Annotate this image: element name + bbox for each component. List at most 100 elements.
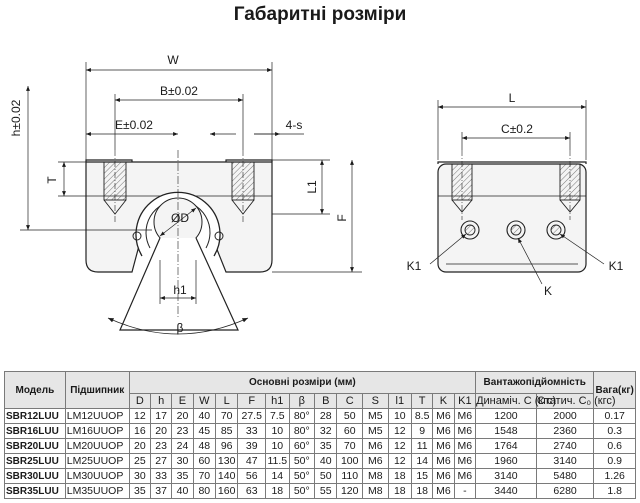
cell-dim: 18 [265,483,290,499]
label-k1-right: K1 [609,259,624,273]
cell-dim: M6 [432,423,455,439]
cell-dim: M6 [432,468,455,484]
cell-dim: 56 [237,468,267,484]
cell-dim: 17 [149,408,173,424]
cell-model: SBR20LUU [4,438,66,454]
cell-dim: 48 [192,438,216,454]
header-dim-12: T [410,393,434,409]
cell-dim: 50° [288,468,316,484]
cell-dynamic: 3440 [475,483,537,499]
cell-dim: M6 [453,423,477,439]
cell-dim: 70 [214,408,239,424]
header-dim-11: l1 [387,393,413,409]
label-s: 4-s [286,118,303,132]
cell-dim: 39 [237,438,267,454]
cell-dim: M8 [362,468,389,484]
cell-dim: 35 [171,468,194,484]
cell-dim: 50 [336,408,363,424]
header-dim-0: D [128,393,151,409]
cell-dim: M5 [362,408,389,424]
cell-dim: 10 [387,408,413,424]
cell-dim: 10 [265,438,290,454]
cell-bearing: LM25UUOP [64,453,130,469]
cell-static: 6280 [535,483,595,499]
cell-dim: 9 [410,423,434,439]
front-view-labels: W B±0.02 E±0.02 4-s h±0.02 T L1 F ØD h1 … [9,53,349,335]
header-dim-8: B [314,393,338,409]
front-view [85,150,273,335]
cell-dim: 30 [171,453,194,469]
cell-dim: 110 [336,468,363,484]
header-model: Модель [4,371,66,409]
cell-dim: M6 [453,468,477,484]
cell-dim: 45 [192,423,216,439]
cell-dim: 35 [314,438,338,454]
cell-dim: 47 [237,453,267,469]
side-view [437,150,587,273]
header-dim-6: h1 [265,393,290,409]
label-t: T [45,176,59,184]
cell-dim: 8.5 [410,408,434,424]
cell-static: 5480 [535,468,595,484]
label-l1: L1 [305,180,319,194]
specs-table: Модель Підшипник Основні розміри (мм) Ва… [4,371,636,499]
cell-model: SBR30LUU [4,468,66,484]
cell-dim: 12 [387,453,413,469]
cell-dim: M6 [453,408,477,424]
front-view-dimensions [20,62,362,304]
cell-weight: 0.17 [593,408,636,424]
cell-dim: 33 [237,423,267,439]
cell-dim: - [453,483,477,499]
cell-static: 2360 [535,423,595,439]
cell-dim: 27.5 [237,408,267,424]
cell-bearing: LM16UUOP [64,423,130,439]
cell-dynamic: 1548 [475,423,537,439]
cell-dynamic: 1200 [475,408,537,424]
cell-weight: 0.3 [593,423,636,439]
label-k1-left: K1 [407,259,422,273]
cell-dim: 80 [192,483,216,499]
cell-dim: M6 [362,438,389,454]
cell-dim: 96 [214,438,239,454]
label-h: h±0.02 [9,99,23,136]
cell-dim: 60° [288,438,316,454]
header-dim-7: β [288,393,316,409]
cell-bearing: LM35UUOP [64,483,130,499]
cell-dim: 23 [171,423,194,439]
cell-dim: M6 [362,453,389,469]
side-view-labels: L C±0.2 K1 K1 K [407,91,624,298]
cell-dim: 25 [128,453,151,469]
cell-dynamic: 1960 [475,453,537,469]
label-d: ØD [171,211,189,225]
cell-dim: 70 [336,438,363,454]
cell-dim: 140 [214,468,239,484]
cell-dim: 32 [314,423,338,439]
label-c: C±0.2 [501,122,533,136]
cell-weight: 1.8 [593,483,636,499]
header-dynamic: Динаміч. C (кгс) [475,393,557,409]
cell-dim: 37 [149,483,173,499]
cell-dim: 60 [336,423,363,439]
cell-dim: M6 [432,483,455,499]
cell-bearing: LM30UUOP [64,468,130,484]
label-w: W [167,53,179,67]
cell-dim: 50° [288,483,316,499]
label-b: B±0.02 [160,84,198,98]
cell-dim: 50° [288,453,316,469]
cell-dim: 10 [265,423,290,439]
cell-dim: 15 [410,468,434,484]
cell-dim: 14 [265,468,290,484]
side-view-dimensions [429,100,605,285]
cell-dim: 24 [171,438,194,454]
cell-dim: M8 [362,483,389,499]
cell-dim: 14 [410,453,434,469]
cell-dim: M6 [453,438,477,454]
cell-dim: 12 [387,438,413,454]
label-beta: β [177,321,184,335]
cell-dim: 27 [149,453,173,469]
header-load: Вантажопідйомність [475,371,595,394]
cell-dim: 120 [336,483,363,499]
